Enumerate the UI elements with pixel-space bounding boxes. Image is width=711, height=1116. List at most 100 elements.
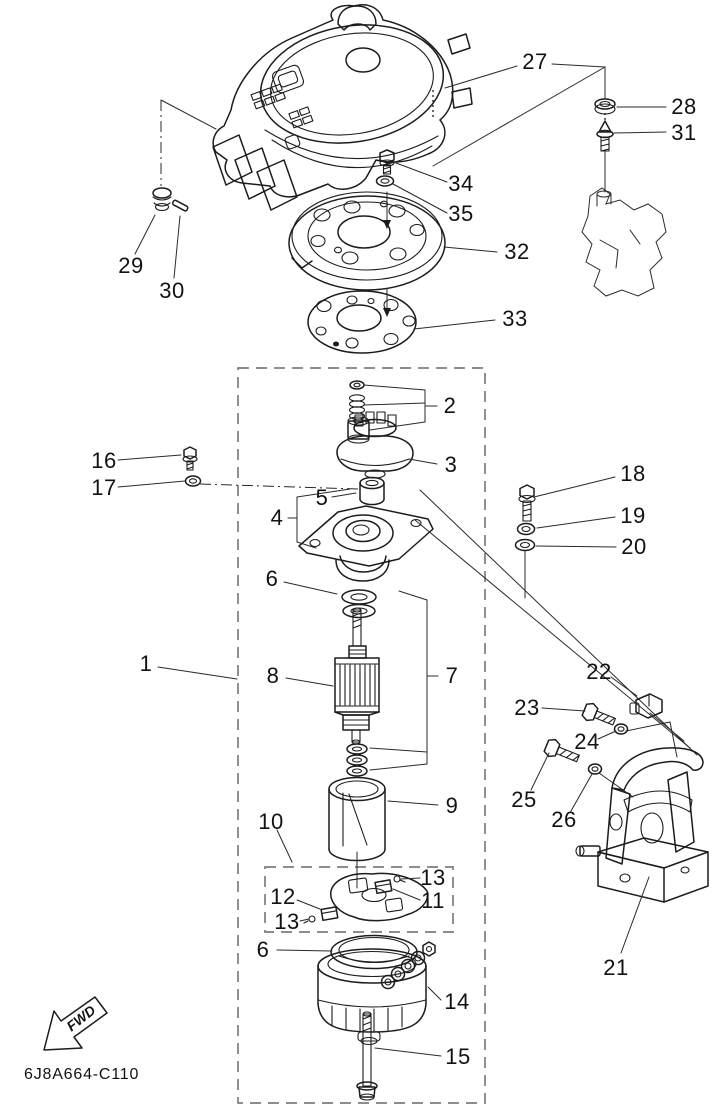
leader-6-upper xyxy=(283,581,338,595)
part-label-2: 2 xyxy=(443,393,457,418)
axis-17-to-5 xyxy=(199,483,359,490)
leader-5 xyxy=(331,492,357,498)
axis-22 xyxy=(649,712,685,742)
armature-shim-washers xyxy=(346,743,368,777)
pinion-drive-gear xyxy=(336,411,414,479)
leader-13-left xyxy=(299,918,310,922)
part-label-21: 21 xyxy=(603,955,629,980)
starter-assembly-dashed-box xyxy=(237,367,486,1104)
fwd-direction-arrow: FWD xyxy=(43,996,108,1051)
part-label-26: 26 xyxy=(551,807,577,832)
part-label-16: 16 xyxy=(91,448,117,473)
cover-pin xyxy=(171,199,189,212)
leader-6-lower xyxy=(276,949,333,952)
leader-21 xyxy=(620,876,650,954)
flywheel-washer xyxy=(375,175,395,187)
bracket-4 xyxy=(287,488,351,549)
cover-grommet-collar xyxy=(594,98,616,115)
part-label-35: 35 xyxy=(448,201,474,226)
flywheel-rotor xyxy=(288,191,446,291)
part-label-7: 7 xyxy=(445,663,459,688)
leader-10 xyxy=(276,829,293,863)
terminal-washer xyxy=(184,475,202,487)
part-label-15: 15 xyxy=(445,1044,471,1069)
cover-damper-grommet xyxy=(152,187,172,212)
leader-25 xyxy=(530,752,550,791)
part-label-33: 33 xyxy=(502,306,528,331)
top-leader-lines xyxy=(432,63,667,193)
leader-30 xyxy=(173,215,181,279)
mount-axis-a xyxy=(419,489,698,756)
starter-yoke-housing xyxy=(328,776,386,862)
starter-front-bracket-plate xyxy=(298,505,434,582)
bracket-bolt-23 xyxy=(581,702,616,726)
leader-29 xyxy=(134,214,156,255)
shaft-bushing xyxy=(359,476,385,506)
leader-9 xyxy=(387,800,439,806)
part-label-19: 19 xyxy=(620,503,646,528)
washer-24 xyxy=(613,723,629,735)
terminal-screw xyxy=(182,446,198,471)
axis-24 xyxy=(625,721,678,758)
part-label-13-right: 13 xyxy=(420,865,446,890)
leader-32 xyxy=(443,246,498,253)
part-label-8: 8 xyxy=(266,663,280,688)
leader-12 xyxy=(296,899,321,910)
brush-12 xyxy=(320,906,339,922)
part-label-6-upper: 6 xyxy=(265,566,279,591)
part-label-32: 32 xyxy=(504,239,530,264)
cable-clamp xyxy=(629,693,663,719)
starter-cover xyxy=(212,4,473,211)
leader-14 xyxy=(427,986,442,1001)
leader-1 xyxy=(157,666,238,680)
leader-35 xyxy=(392,183,448,214)
mount-axis-b xyxy=(414,519,691,749)
part-label-20: 20 xyxy=(621,534,647,559)
pinion-stopper-set xyxy=(347,380,370,444)
leader-13-right xyxy=(400,877,421,880)
leader-24 xyxy=(597,730,617,740)
part-label-10: 10 xyxy=(258,809,284,834)
part-label-28: 28 xyxy=(671,94,697,119)
brush-holder-plate xyxy=(330,872,429,922)
part-label-3: 3 xyxy=(444,452,458,477)
mount-bolt-18 xyxy=(518,484,536,522)
washer-26 xyxy=(587,763,603,775)
leader-18 xyxy=(533,476,616,498)
plain-washer-20 xyxy=(514,538,536,552)
leader-23 xyxy=(541,707,586,712)
bracket-bolt-25 xyxy=(543,738,580,763)
leader-33 xyxy=(413,319,496,330)
part-label-18: 18 xyxy=(620,461,646,486)
axis-29-link xyxy=(160,99,217,130)
diagram-code: 6J8A664-C110 xyxy=(24,1066,140,1083)
part-label-27: 27 xyxy=(522,49,548,74)
part-label-14: 14 xyxy=(444,989,470,1014)
cover-mount-bolt xyxy=(596,120,614,152)
part-label-23: 23 xyxy=(514,695,540,720)
crankcase-reference-sketch xyxy=(581,187,667,297)
cover-dome xyxy=(337,5,377,31)
leader-11 xyxy=(392,888,421,901)
part-label-13-left: 13 xyxy=(274,909,300,934)
bracket-7 xyxy=(369,590,439,771)
through-bolt xyxy=(356,1011,378,1101)
part-label-6-lower: 6 xyxy=(256,937,270,962)
part-label-9: 9 xyxy=(445,793,459,818)
brush-kit-dashed-box xyxy=(264,866,454,933)
part-label-11: 11 xyxy=(421,888,445,913)
leader-15 xyxy=(374,1047,442,1057)
part-label-34: 34 xyxy=(448,171,474,196)
rotor-gasket xyxy=(307,290,417,354)
leader-22 xyxy=(610,676,638,697)
leader-3 xyxy=(408,458,438,465)
brush-springs xyxy=(380,941,436,990)
leader-19 xyxy=(536,516,616,529)
part-label-22: 22 xyxy=(586,659,612,684)
part-label-12: 12 xyxy=(270,884,296,909)
starter-mounting-bracket xyxy=(575,747,709,903)
part-label-30: 30 xyxy=(159,278,185,303)
part-label-5: 5 xyxy=(315,485,329,510)
